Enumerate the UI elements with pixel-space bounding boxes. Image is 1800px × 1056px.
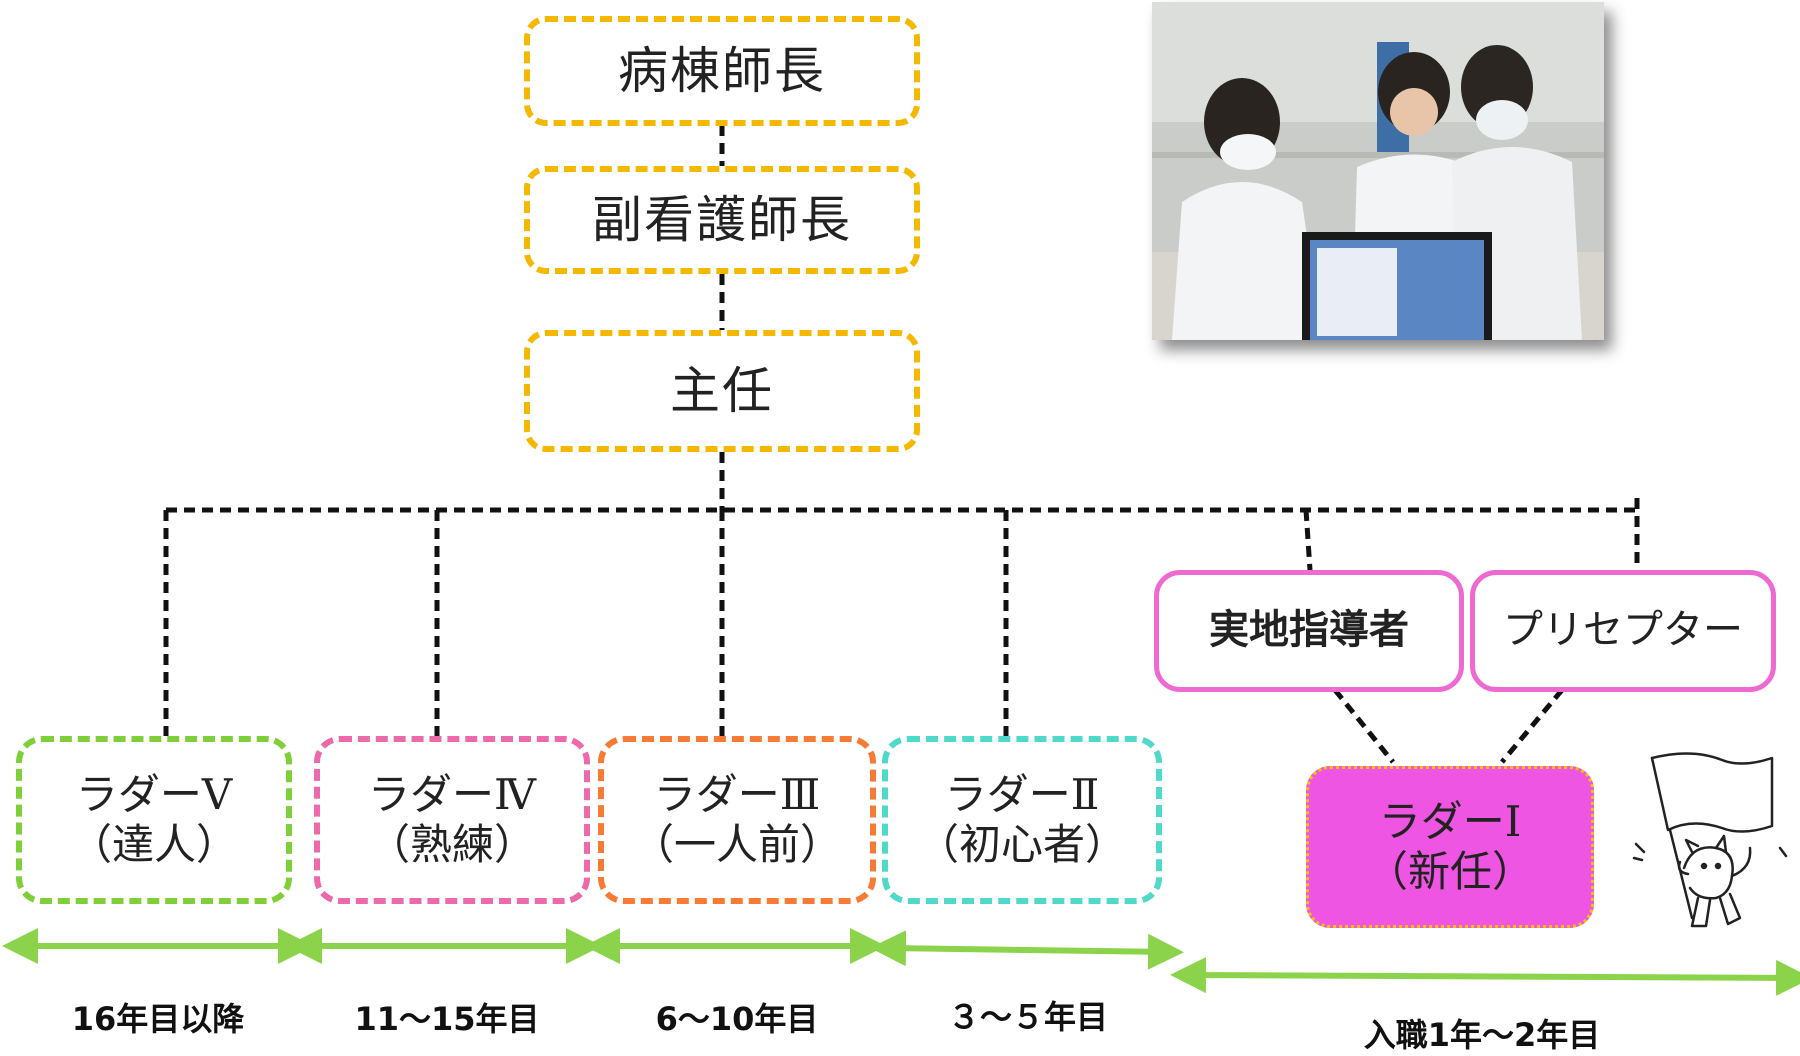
node-practical-instructor-label: 実地指導者 — [1209, 607, 1409, 654]
ladder-1-role: （新任） — [1365, 847, 1534, 896]
node-chief-label: 主任 — [670, 361, 774, 420]
period-ladder-2: ３～５年目 — [947, 998, 1108, 1036]
node-ladder-2: ラダーⅡ （初心者） — [882, 736, 1162, 904]
node-head-nurse: 病棟師長 — [524, 16, 920, 126]
connector-preceptor-ladder1 — [1500, 688, 1564, 764]
ladder-1-level: ラダーⅠ — [1378, 797, 1522, 847]
node-ladder-4: ラダーⅣ （熟練） — [314, 736, 590, 904]
node-practical-instructor: 実地指導者 — [1154, 570, 1464, 692]
period-ladder-1: 入職1年～2年目 — [1363, 1016, 1601, 1054]
period-ladder-3: 6～10年目 — [655, 1000, 819, 1038]
node-head-nurse-label: 病棟師長 — [618, 41, 826, 100]
node-ladder-3: ラダーⅢ （一人前） — [598, 736, 876, 904]
node-deputy-nurse-label: 副看護師長 — [592, 190, 852, 249]
ladder-5-level: ラダーⅤ — [75, 770, 233, 820]
node-ladder-5: ラダーⅤ （達人） — [16, 736, 292, 904]
arrow-ladder-2 — [870, 930, 1184, 970]
dog-with-flag-icon — [1632, 752, 1788, 928]
node-deputy-nurse: 副看護師長 — [524, 166, 920, 274]
period-ladder-5: 16年目以降 — [71, 1000, 245, 1038]
ladder-5-role: （達人） — [69, 820, 238, 869]
arrow-ladder-1 — [1170, 957, 1800, 996]
node-chief: 主任 — [524, 330, 920, 452]
ladder-2-level: ラダーⅡ — [944, 770, 1100, 820]
ladder-2-role: （初心者） — [916, 820, 1127, 869]
node-preceptor: プリセプター — [1470, 570, 1776, 692]
node-ladder-1: ラダーⅠ （新任） — [1306, 766, 1594, 928]
node-preceptor-label: プリセプター — [1503, 607, 1743, 654]
connector-instructor — [1303, 509, 1313, 571]
ladder-3-level: ラダーⅢ — [653, 770, 821, 820]
period-ladder-4: 11～15年目 — [354, 1000, 540, 1038]
ladder-3-role: （一人前） — [631, 820, 842, 869]
nurses-at-station-photo-icon — [1152, 2, 1604, 340]
connector-instructor-ladder1 — [1333, 688, 1395, 764]
photo-nurses — [1152, 2, 1604, 340]
ladder-4-level: ラダーⅣ — [368, 770, 536, 820]
ladder-4-role: （熟練） — [367, 820, 536, 869]
